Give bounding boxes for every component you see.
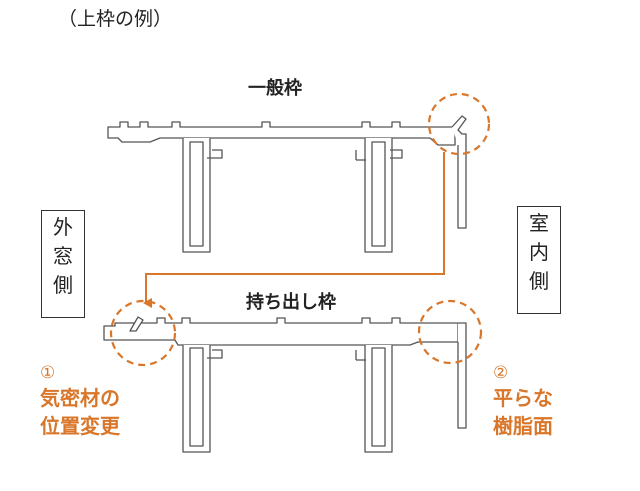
standard-frame-title: 一般枠 [248, 78, 302, 99]
note-number: ② [493, 363, 509, 383]
outdoor-char: 窓 [53, 244, 73, 268]
indoor-char: 内 [529, 240, 549, 264]
indoor-char: 室 [529, 211, 549, 235]
standard-frame-profile [107, 115, 467, 253]
note-flat-resin-surface: ② 平らな 樹脂面 [493, 362, 553, 440]
indoor-char: 側 [529, 269, 549, 293]
outdoor-char: 外 [53, 215, 73, 239]
diagram-caption: （上枠の例） [58, 8, 173, 30]
projecting-frame-profile [103, 316, 467, 453]
note-number: ① [40, 363, 56, 383]
note-line: 樹脂面 [493, 414, 553, 438]
indoor-side-label: 室 内 側 [517, 206, 561, 314]
note-line: 気密材の [40, 386, 120, 410]
outdoor-side-label: 外 窓 側 [41, 210, 85, 318]
note-line: 平らな [493, 386, 553, 410]
outdoor-char: 側 [53, 273, 73, 297]
note-seal-relocation: ① 気密材の 位置変更 [40, 362, 120, 440]
projecting-frame-title: 持ち出し枠 [246, 292, 336, 313]
relocation-arrow [143, 152, 445, 308]
top-seal-highlight [427, 92, 491, 156]
note-line: 位置変更 [40, 414, 120, 438]
flat-surface-highlight [417, 299, 483, 365]
